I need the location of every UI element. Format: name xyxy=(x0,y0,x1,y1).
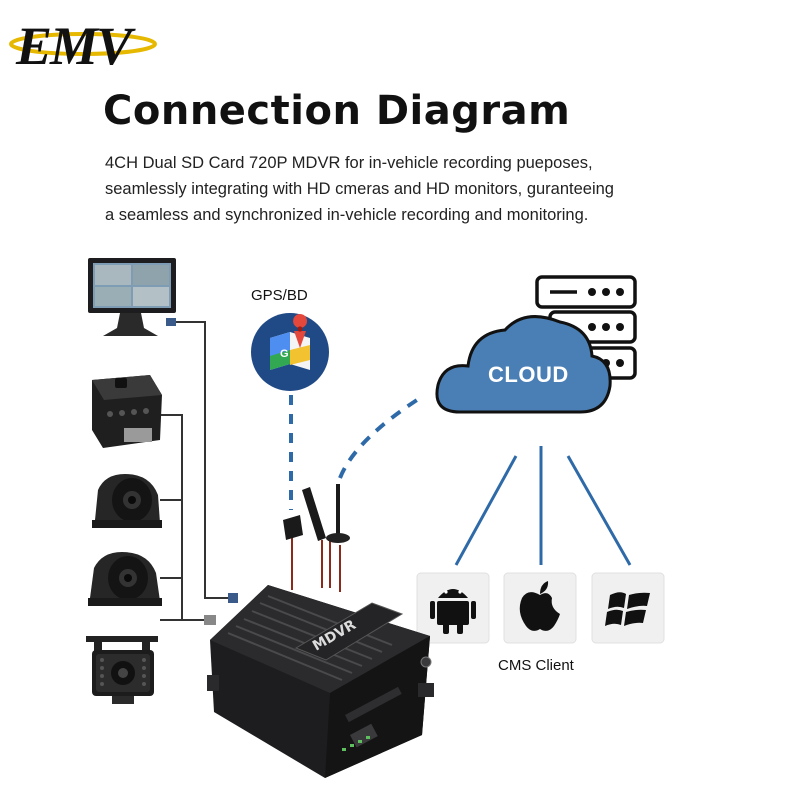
description-line: 4CH Dual SD Card 720P MDVR for in-vehicl… xyxy=(105,154,593,172)
antennas xyxy=(283,484,350,543)
cloud-label: CLOUD xyxy=(488,362,569,387)
connector-plug xyxy=(204,615,216,625)
brand-logo-text: EMV xyxy=(15,16,136,72)
client-links xyxy=(454,446,632,566)
description: 4CH Dual SD Card 720P MDVR for in-vehicl… xyxy=(105,150,705,228)
description-line: seamlessly integrating with HD cmeras an… xyxy=(105,180,614,198)
cloud-icon xyxy=(435,315,612,414)
page-title: Connection Diagram xyxy=(103,88,571,134)
brand-logo: EMV xyxy=(9,16,157,72)
connector-plug xyxy=(228,593,238,603)
client-tile-windows xyxy=(591,572,665,644)
client-tile-apple xyxy=(503,572,577,644)
gps-label: GPS/BD xyxy=(251,287,308,304)
monitor-device xyxy=(88,258,176,336)
svg-text:G: G xyxy=(280,348,289,360)
cube-camera xyxy=(92,375,162,448)
side-camera-2 xyxy=(88,552,162,606)
camera-cables xyxy=(160,321,232,621)
description-line: a seamless and synchronized in-vehicle r… xyxy=(105,206,589,224)
cloud-link xyxy=(338,396,422,479)
side-camera-1 xyxy=(92,474,162,528)
mdvr-device: MDVR xyxy=(207,585,434,778)
gps-map-icon: G xyxy=(251,313,329,391)
client-tile-android xyxy=(416,572,490,644)
rear-camera xyxy=(86,636,158,704)
antenna-cables xyxy=(291,535,341,592)
cms-client-label: CMS Client xyxy=(498,657,574,674)
